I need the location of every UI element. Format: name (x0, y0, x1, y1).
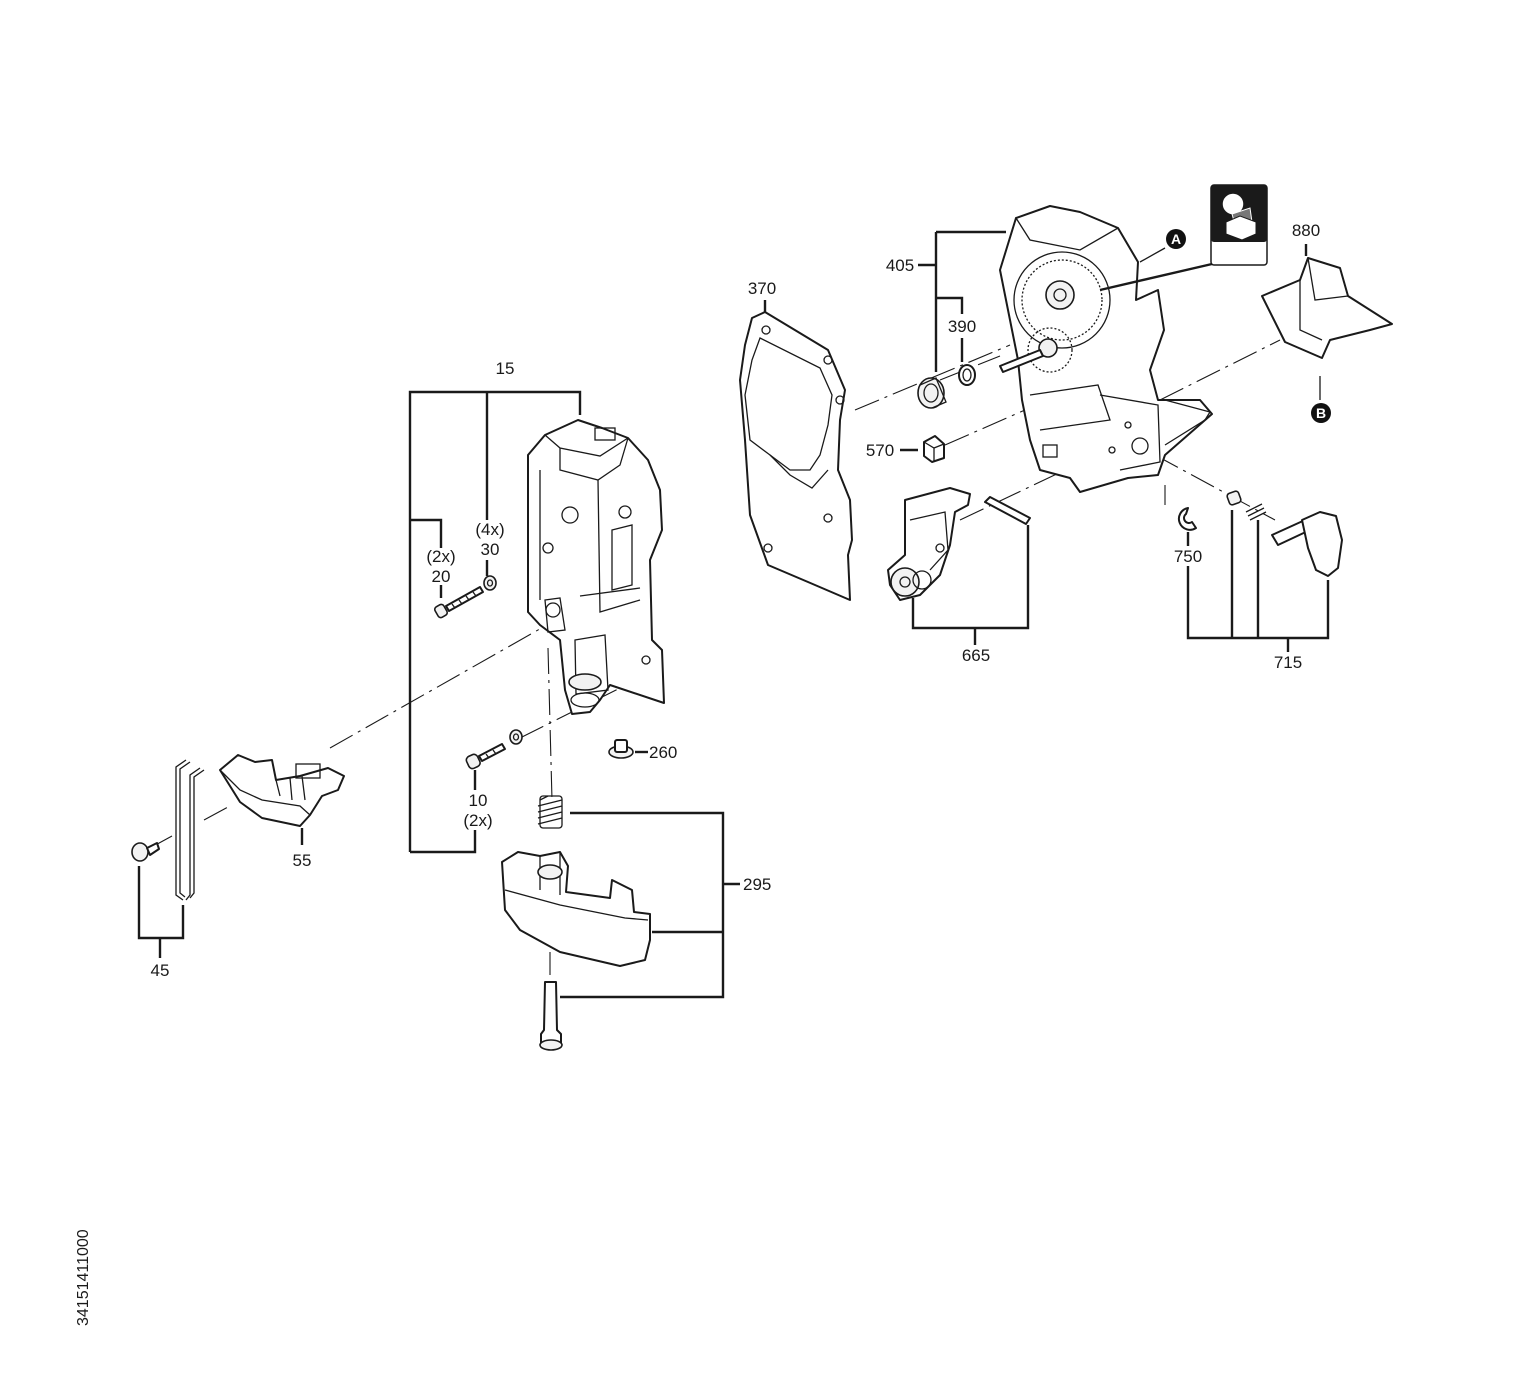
document-number: 34151411000 (75, 1229, 92, 1326)
grinder-gear-assembly (999, 205, 1213, 493)
label-715: 715 (1274, 653, 1302, 672)
label-55: 55 (293, 851, 312, 870)
handle-295 (501, 851, 651, 967)
bushing-405 (917, 377, 947, 409)
lever-665 (887, 487, 971, 601)
grinder-cleaning-icon (1210, 184, 1268, 266)
screw-20 (433, 586, 484, 619)
label-370: 370 (748, 279, 776, 298)
chute-880 (1261, 257, 1393, 359)
label-295: 295 (743, 875, 771, 894)
pin-665 (984, 496, 1031, 525)
eclip-750 (1177, 507, 1197, 531)
ring-390 (958, 364, 976, 386)
label-665: 665 (962, 646, 990, 665)
wire-bracket-45 (175, 759, 205, 901)
label-390: 390 (948, 317, 976, 336)
screw-10 (465, 743, 506, 770)
label-15: 15 (496, 359, 515, 378)
spring-295 (537, 795, 563, 829)
knob-715 (1271, 511, 1343, 577)
screw-45 (131, 842, 160, 862)
label-570: 570 (866, 441, 894, 460)
label-750: 750 (1174, 547, 1202, 566)
label-2x-upper: (2x) (426, 547, 455, 566)
spring-715 (1245, 503, 1267, 521)
label-880: 880 (1292, 221, 1320, 240)
washer-30 (483, 575, 497, 591)
label-20: 20 (432, 567, 451, 586)
grinder-housing-part (527, 419, 665, 715)
label-10: 10 (469, 791, 488, 810)
label-4x: (4x) (475, 520, 504, 539)
label-2x-lower: (2x) (463, 811, 492, 830)
cap-715 (1226, 490, 1242, 506)
label-45: 45 (151, 961, 170, 980)
washer-10 (509, 729, 523, 745)
svg-text:B: B (1316, 405, 1326, 421)
leader-lines (137, 230, 1330, 999)
plug-260 (608, 739, 634, 759)
block-570 (923, 435, 945, 463)
callout-b: B (1311, 403, 1331, 423)
pin-295 (539, 981, 563, 1051)
svg-text:A: A (1171, 231, 1181, 247)
callout-a: A (1166, 229, 1186, 249)
label-260: 260 (649, 743, 677, 762)
gasket-370 (739, 311, 853, 601)
clip-55 (219, 754, 345, 827)
label-30: 30 (481, 540, 500, 559)
part-labels: 15 (4x) 30 (2x) 20 10 (2x) 260 295 55 45… (151, 221, 1321, 980)
label-405: 405 (886, 256, 914, 275)
